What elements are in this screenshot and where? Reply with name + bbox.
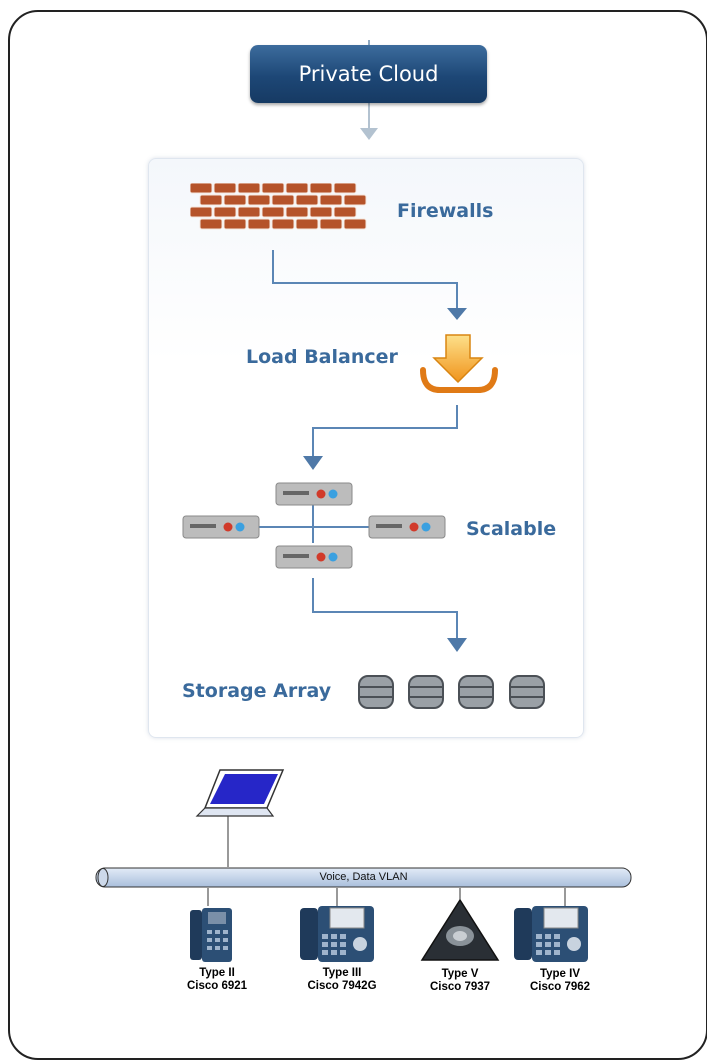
cloud-stack-panel — [148, 158, 584, 738]
phone-label-type-ii: Type II Cisco 6921 — [162, 967, 272, 993]
vlan-pipe — [95, 867, 632, 888]
phone-model: Cisco 6921 — [186, 980, 248, 992]
download-tray-icon — [420, 334, 498, 393]
phone-label-type-iii: Type III Cisco 7942G — [287, 967, 397, 993]
phone-model: Cisco 7962 — [529, 981, 591, 993]
database-icon — [509, 675, 545, 709]
ip-phone-icon — [514, 906, 588, 962]
server-icon — [368, 515, 446, 539]
load-balancer-label: Load Balancer — [246, 346, 398, 368]
database-icon — [358, 675, 394, 709]
vlan-label: Voice, Data VLAN — [319, 871, 408, 883]
server-icon — [275, 482, 353, 506]
phone-type: Type II — [199, 967, 235, 979]
top-connectors — [360, 40, 378, 140]
conference-phone-icon — [420, 898, 500, 961]
database-icon — [458, 675, 494, 709]
phone-label-type-iv: Type IV Cisco 7962 — [505, 968, 615, 994]
scalable-label: Scalable — [466, 518, 557, 540]
phone-type: Type III — [322, 967, 362, 979]
stack-connectors — [240, 250, 467, 652]
phone-model: Cisco 7942G — [307, 980, 377, 992]
private-cloud-label: Private Cloud — [298, 62, 439, 86]
server-icon — [182, 515, 260, 539]
firewalls-label: Firewalls — [397, 200, 494, 222]
ip-phone-icon — [190, 908, 232, 962]
phone-type: Type IV — [539, 968, 581, 980]
phone-type: Type V — [441, 968, 479, 980]
brick-wall-icon — [190, 183, 367, 230]
ip-phone-icon — [300, 906, 374, 962]
phone-label-type-v: Type V Cisco 7937 — [405, 968, 515, 994]
database-icon — [408, 675, 444, 709]
laptop-icon — [195, 769, 285, 817]
storage-array-label: Storage Array — [182, 680, 332, 702]
phone-model: Cisco 7937 — [429, 981, 491, 993]
private-cloud-button[interactable]: Private Cloud — [250, 45, 487, 103]
server-icon — [275, 545, 353, 569]
